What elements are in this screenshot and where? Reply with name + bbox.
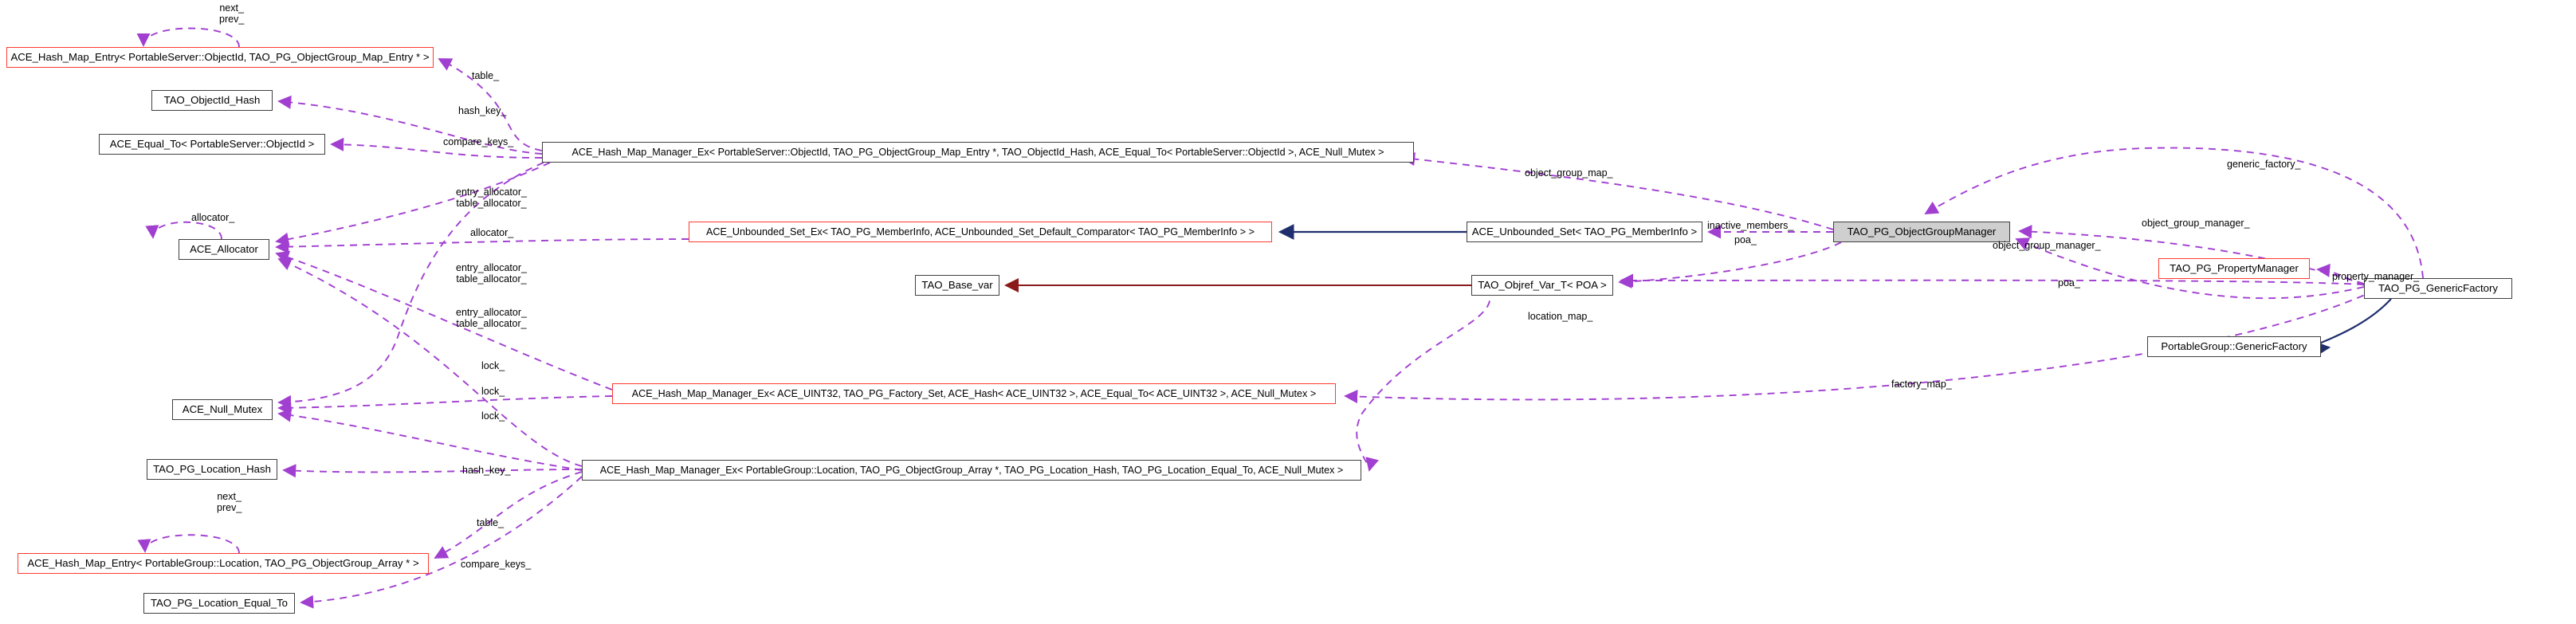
class-node-hmm_uint32[interactable]: ACE_Hash_Map_Manager_Ex< ACE_UINT32, TAO… [612,383,1336,404]
edge-object-group-manager-2 [2015,237,2365,300]
class-node-loc_hash[interactable]: TAO_PG_Location_Hash [147,459,277,480]
edge-table-top [438,58,543,151]
edge-hash-key-top [277,95,543,155]
edge-entry-table-alloc-1 [275,162,551,246]
class-node-allocator[interactable]: ACE_Allocator [179,239,269,260]
edge-lock-3 [277,408,583,471]
class-node-unb_set_ex[interactable]: ACE_Unbounded_Set_Ex< TAO_PG_MemberInfo,… [689,222,1272,242]
edge-lock-2 [277,395,613,415]
edge-compare-keys-top [330,137,543,159]
class-node-equal_objid[interactable]: ACE_Equal_To< PortableServer::ObjectId > [99,134,325,155]
edge-factory-map [1344,289,2376,404]
class-node-entry_objid[interactable]: ACE_Hash_Map_Entry< PortableServer::Obje… [6,47,434,68]
class-node-base_var[interactable]: TAO_Base_var [915,275,999,296]
edge-allocator-mid [275,238,689,254]
edge-object-group-map [1401,152,1834,230]
class-node-objref_var[interactable]: TAO_Objref_Var_T< POA > [1471,275,1613,296]
class-node-hmm_loc[interactable]: ACE_Hash_Map_Manager_Ex< PortableGroup::… [582,460,1361,481]
edge-compare-keys-bottom [300,476,583,609]
edge-poa-b [1620,273,2365,288]
edge-generic-factory [1924,147,2424,279]
class-node-unb_set[interactable]: ACE_Unbounded_Set< TAO_PG_MemberInfo > [1467,222,1702,242]
edge-next-prev-bottom [137,534,240,554]
edge-hash-key-bottom [282,464,583,478]
class-node-hmm_objid[interactable]: ACE_Hash_Map_Manager_Ex< PortableServer:… [542,142,1414,163]
class-node-entry_loc[interactable]: ACE_Hash_Map_Entry< PortableGroup::Locat… [18,553,429,574]
edge-inherit-generic-factory [2307,298,2392,357]
edge-object-group-manager-1 [2018,225,2365,285]
edge-entry-table-alloc-3 [277,257,583,467]
class-node-propmgr[interactable]: TAO_PG_PropertyManager [2158,258,2310,279]
class-node-loc_equal[interactable]: TAO_PG_Location_Equal_To [143,593,295,614]
class-node-null_mutex[interactable]: ACE_Null_Mutex [172,399,273,420]
edge-allocator-self [145,221,222,240]
class-node-ogm[interactable]: TAO_PG_ObjectGroupManager [1833,222,2010,242]
edge-next-prev-top [136,27,240,48]
edge-poa-a [1618,241,1842,288]
class-node-genfactory[interactable]: TAO_PG_GenericFactory [2364,278,2512,299]
class-node-pg_genfactory[interactable]: PortableGroup::GenericFactory [2147,336,2321,357]
edge-location-map [1356,288,1491,472]
class-node-objid_hash[interactable]: TAO_ObjectId_Hash [151,90,273,111]
edge-table-bottom [434,471,583,559]
edge-property-manager [2316,263,2365,286]
edge-entry-table-alloc-2 [275,250,613,390]
edge-lock-1 [277,162,544,409]
